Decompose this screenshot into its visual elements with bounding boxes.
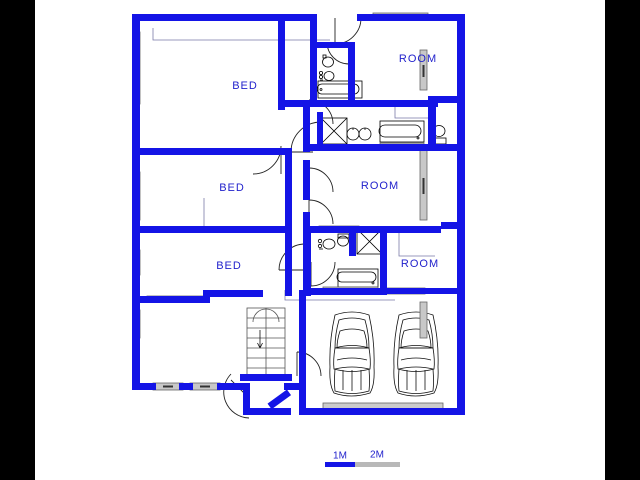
room-label-bed-2: BED — [219, 182, 245, 194]
room-label-bed-1: BED — [232, 80, 258, 92]
door-hall-lower[interactable] — [308, 199, 334, 225]
wall-bath1-left — [310, 44, 317, 106]
wall-bed3-lounge — [132, 296, 210, 303]
floor-plan-canvas: BED BED BED ROOM ROOM ROOM 1M 2M — [35, 0, 605, 480]
wall-top-tab — [303, 14, 315, 21]
wardrobe-outline-bed2 — [203, 198, 241, 229]
wall-lowerbath-bottom — [311, 288, 387, 295]
wall-hall-right-lower — [303, 212, 310, 232]
scale-tick-2m: 2M — [370, 449, 384, 461]
wall-hall-left-lower — [285, 226, 292, 296]
walls — [132, 14, 465, 415]
wall-stair-landing — [240, 374, 292, 381]
wall-entry-vertical — [243, 383, 250, 415]
sink-icon — [318, 71, 335, 81]
wall-entry-angle — [267, 389, 292, 410]
bathtub-icon — [378, 120, 425, 143]
wall-room2-bottom — [311, 226, 441, 233]
wall-right-step-horizontal — [428, 96, 465, 103]
wall-hall-right-upper — [303, 107, 310, 152]
letterbox-right — [605, 0, 640, 480]
wall-bath1-bottom — [278, 100, 438, 107]
wall-entry-right-stub — [284, 383, 306, 390]
wall-lowerbath-div — [380, 228, 387, 290]
window-bottom-left-2 — [189, 382, 221, 391]
window-right-room2 — [419, 149, 428, 221]
wall-bath1-top — [310, 42, 354, 48]
room-label-room-1: ROOM — [398, 53, 438, 65]
wall-room3-bottom — [387, 288, 465, 294]
toilet-icon — [322, 54, 334, 68]
wall-exterior-right-upper — [457, 14, 465, 142]
wall-room2-left — [303, 226, 311, 294]
letterbox-left — [0, 0, 35, 480]
wall-exterior-left — [132, 14, 140, 390]
bathtub-icon — [316, 80, 363, 99]
wall-hall-left-upper — [285, 148, 292, 228]
wall-hall-right-mid — [303, 160, 310, 200]
wall-lowerbath-right — [349, 228, 356, 256]
wall-bottom-left-a — [132, 383, 156, 390]
wall-lounge-top — [203, 290, 263, 297]
wall-bed2-bed3 — [132, 226, 292, 233]
window-right-room1 — [419, 49, 428, 91]
staircase-icon — [246, 307, 286, 377]
closet-outline-room3 — [398, 230, 435, 257]
scale-tick-1m: 1M — [333, 450, 347, 462]
wall-bottom-left-b — [179, 383, 193, 390]
wall-right-step-vertical — [428, 96, 436, 144]
wall-bath1-right — [348, 42, 355, 100]
car-icon — [393, 311, 439, 397]
room-label-bed-3: BED — [216, 260, 242, 272]
basin-icon — [346, 127, 360, 141]
closet-outline-room1 — [394, 107, 428, 119]
wall-bottom-left-c — [217, 383, 249, 390]
wall-garage-left — [299, 290, 306, 415]
scale-bar-segment-1m — [325, 462, 355, 467]
toilet-icon — [337, 233, 350, 247]
wall-exterior-right-lower — [457, 140, 465, 415]
wall-room2-bottom-right — [441, 222, 465, 229]
room-label-room-2: ROOM — [360, 180, 400, 192]
car-icon — [329, 311, 375, 397]
window-bottom-left-1 — [152, 382, 184, 391]
wall-lowerbath-tab — [303, 284, 311, 296]
bathtub-icon — [336, 268, 379, 288]
wall-bath1-left-upper — [310, 14, 317, 44]
wall-exterior-top-left — [132, 14, 310, 21]
door-room1-top[interactable] — [334, 17, 362, 45]
room-label-room-3: ROOM — [400, 258, 440, 270]
door-swings — [223, 17, 362, 419]
door-bath-lower[interactable] — [310, 261, 336, 287]
wall-shower-left — [317, 112, 323, 146]
door-hall-mid[interactable] — [308, 167, 334, 193]
wall-exterior-bottom-garage — [305, 408, 465, 415]
wall-bed1-bed2 — [132, 148, 292, 155]
window-right-garage — [419, 301, 428, 339]
shower-icon — [320, 117, 348, 145]
wall-bed1-right — [278, 14, 285, 110]
floor-plan-drawing — [132, 12, 465, 419]
sink-icon — [317, 238, 336, 250]
scale-bar-segment-2m — [355, 462, 400, 467]
wall-bathrow-bottom — [303, 144, 465, 151]
wardrobe-outline-bed1 — [152, 28, 330, 41]
wall-entry-bottom — [243, 408, 291, 415]
wall-exterior-top-right — [357, 14, 465, 21]
basin-icon — [358, 127, 372, 141]
